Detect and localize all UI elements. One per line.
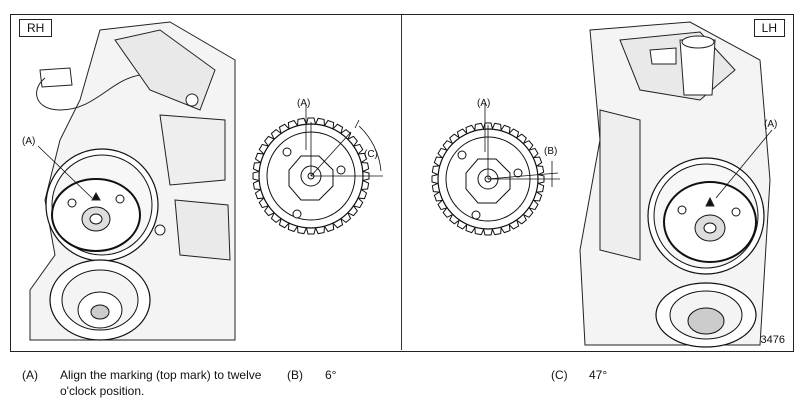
rh-callout-line	[37, 145, 93, 199]
rh-label: RH	[19, 19, 53, 37]
b-callout-b: (B)	[544, 146, 557, 157]
legend-c-key: (C)	[551, 368, 568, 382]
diagram-artwork: (A) (A) (C) (A) (B)	[22, 21, 777, 348]
sprocket-diagram-c	[252, 117, 383, 235]
rh-engine-illustration	[29, 21, 236, 341]
legend-a-text: Align the marking (top mark) to twelve o…	[60, 368, 262, 398]
c-callout-a: (A)	[297, 98, 310, 109]
c-callout-c: (C)	[364, 149, 378, 160]
legend-b-text: 6°	[325, 368, 337, 382]
b-callout-a: (A)	[477, 98, 490, 109]
lh-callout-a: (A)	[764, 119, 777, 130]
rh-lower-sprocket	[49, 259, 151, 341]
lh-lower-sprocket	[655, 282, 757, 348]
legend-a-key: (A)	[22, 368, 38, 382]
legend-c-text: 47°	[589, 368, 608, 382]
lh-engine-illustration	[579, 21, 771, 348]
rh-callout-a: (A)	[22, 136, 35, 147]
lh-callout-line	[715, 129, 773, 199]
lh-label: LH	[753, 19, 785, 37]
legend-b-key: (B)	[287, 368, 303, 382]
sprocket-diagram-b	[431, 122, 560, 236]
rh-upper-sprocket	[45, 148, 159, 262]
lh-upper-sprocket	[647, 157, 765, 275]
panel-divider	[401, 15, 402, 350]
